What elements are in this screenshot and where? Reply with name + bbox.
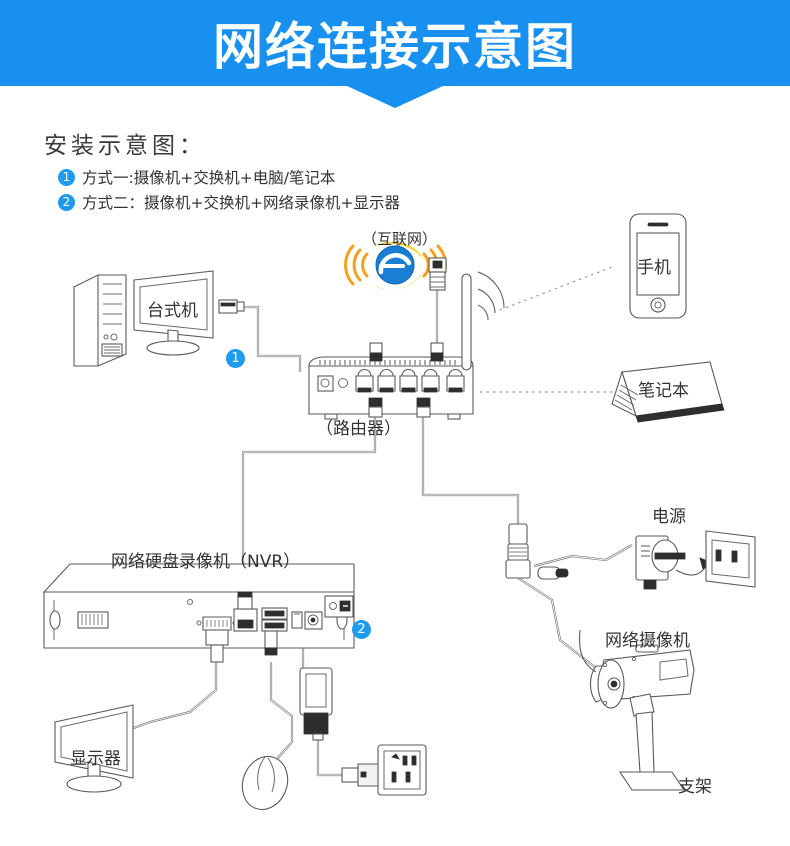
wireless-link-phone: [499, 266, 613, 311]
cable-nvr-power: [301, 648, 345, 777]
cable-router-to-camera: [421, 414, 520, 536]
label-phone: 手机: [637, 258, 671, 278]
wall-socket-icon: [377, 744, 427, 796]
installation-methods-legend: 1 方式一:摄像机+交换机+电脑/笔记本 2 方式二：摄像机+交换机+网络录像机…: [58, 166, 400, 216]
laptop-icon: [611, 361, 725, 423]
power-adapter-icon: [299, 667, 333, 741]
legend-label-2: 方式二：摄像机+交换机+网络录像机+显示器: [82, 194, 400, 212]
desktop-monitor-icon: [133, 270, 214, 356]
power-jack-icon: [304, 611, 323, 630]
label-laptop: 笔记本: [638, 381, 689, 401]
mouse-icon: [241, 755, 289, 811]
camera-cable-junction-icon: [505, 523, 569, 580]
ethernet-port-icon: [233, 591, 258, 632]
section-title: 安装示意图：: [44, 133, 206, 159]
nvr-icon: [42, 563, 355, 663]
cable-nvr-to-monitor: [127, 662, 218, 732]
step-badge-2: 2: [352, 620, 371, 639]
page-title: 网络连接示意图: [213, 18, 577, 76]
router-lan-ports: [355, 368, 465, 393]
wifi-waves-icon: [477, 271, 505, 321]
banner-notch-triangle: [347, 86, 443, 108]
camera-power-adapter-icon: [635, 535, 686, 590]
vga-plug-icon: [218, 299, 245, 314]
camera-wall-socket-icon: [705, 530, 756, 588]
label-nvr: 网络硬盘录像机（NVR）: [111, 552, 301, 572]
list-item: 2 方式二：摄像机+交换机+网络录像机+显示器: [58, 191, 400, 213]
label-internet: （互联网）: [362, 230, 438, 248]
camera-bracket-icon: [618, 693, 686, 791]
smartphone-icon: [629, 213, 687, 319]
cable-junction-to-camera: [517, 544, 633, 669]
power-switch-icon: [324, 595, 354, 618]
list-item: 1 方式一:摄像机+交换机+电脑/笔记本: [58, 166, 400, 188]
router-icon: [308, 356, 474, 420]
page-header-banner: 网络连接示意图: [0, 0, 790, 86]
legend-badge-2: 2: [58, 193, 75, 211]
label-monitor: 显示器: [70, 749, 121, 769]
label-ip-camera: 网络摄像机: [605, 631, 690, 651]
label-bracket: 支架: [678, 777, 712, 797]
router-antenna-icon: [461, 273, 472, 371]
vga-port-icon: [196, 616, 238, 663]
cable-nvr-to-mouse: [269, 662, 294, 761]
label-power-supply: 电源: [652, 507, 686, 527]
rj45-plug-icon: [428, 257, 447, 291]
step-badge-1: 1: [226, 349, 245, 368]
usb-port-icon: [261, 607, 288, 656]
label-router: （路由器）: [316, 419, 401, 439]
ip-camera-icon: [578, 629, 695, 709]
label-desktop: 台式机: [147, 301, 198, 321]
legend-badge-1: 1: [58, 168, 75, 186]
monitor-icon: [54, 704, 134, 793]
router-cable-connectors: [368, 342, 444, 418]
desktop-tower-icon: [73, 274, 127, 367]
legend-label-1: 方式一:摄像机+交换机+电脑/笔记本: [82, 169, 336, 187]
cable-desktop-to-router: [243, 305, 302, 372]
